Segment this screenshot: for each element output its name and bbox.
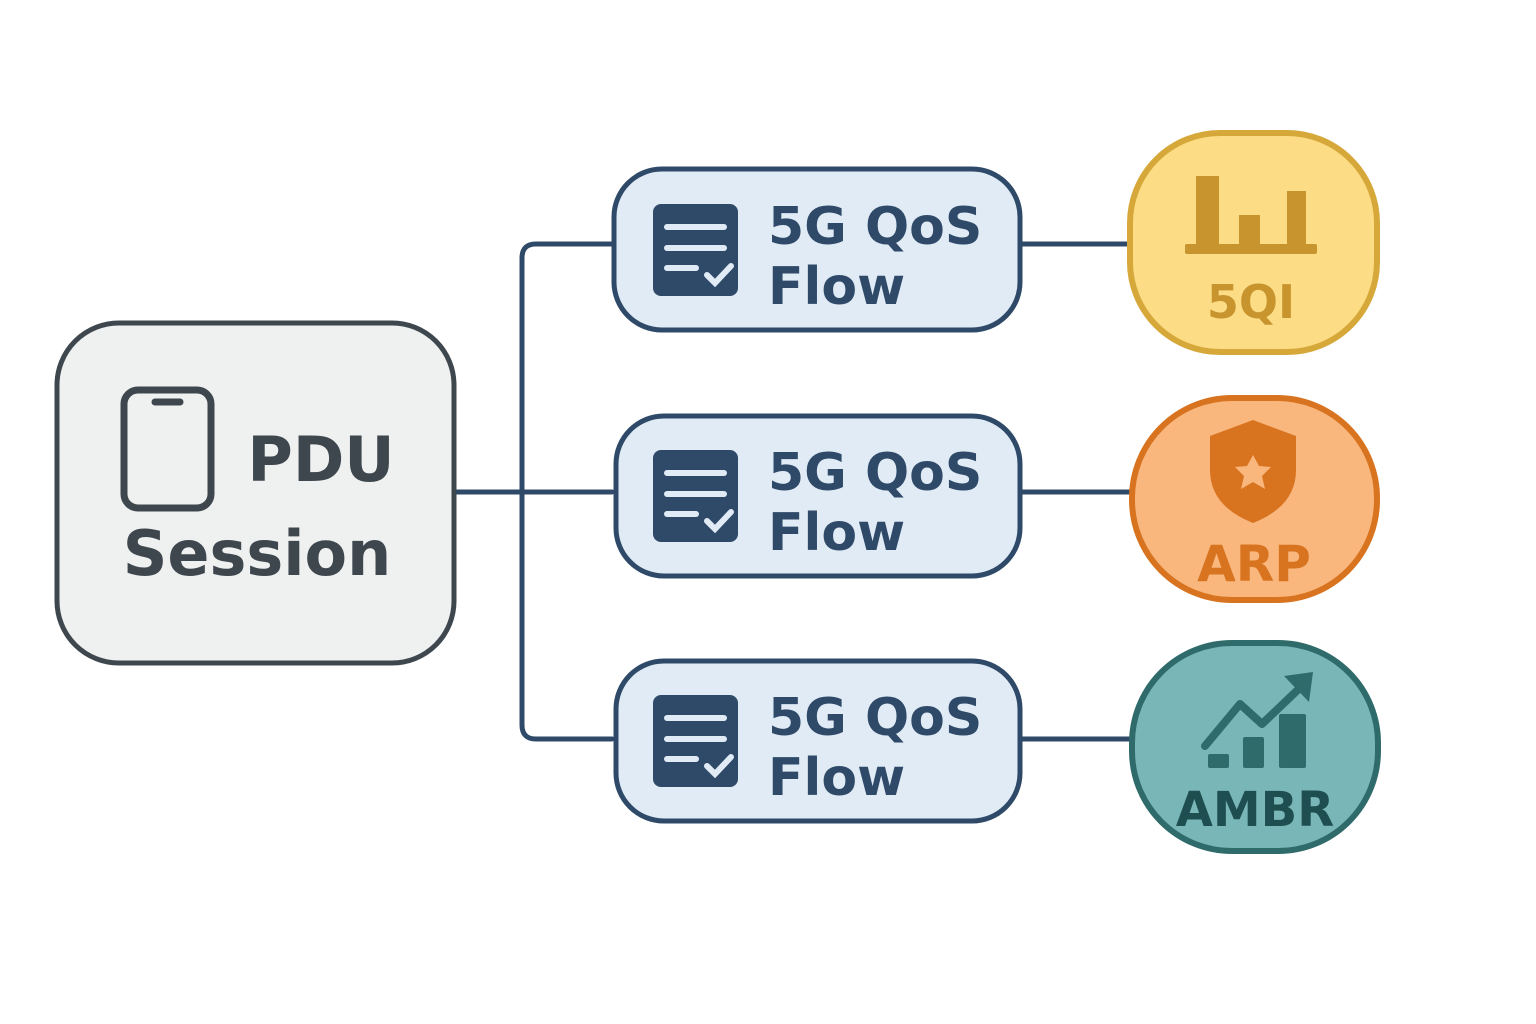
qos-flow-1-label-line2: Flow <box>768 257 905 317</box>
qos-flow-node-2: 5G QoS Flow <box>613 413 1023 579</box>
param-arp-label: ARP <box>1197 535 1311 593</box>
document-check-icon <box>653 450 738 542</box>
document-check-icon <box>653 695 738 787</box>
smartphone-icon <box>120 386 215 512</box>
document-check-icon <box>653 204 738 296</box>
bar-chart-icon <box>1185 176 1317 254</box>
qos-flow-node-3: 5G QoS Flow <box>613 658 1023 824</box>
qos-flow-3-label-line2: Flow <box>768 748 905 808</box>
qos-flow-2-label-line1: 5G QoS <box>768 443 982 503</box>
pdu-session-label-line1: PDU <box>247 423 394 496</box>
pdu-session-box <box>54 320 457 666</box>
qos-flow-node-1: 5G QoS Flow <box>611 166 1023 333</box>
param-ambr-label: AMBR <box>1176 782 1334 838</box>
connectors <box>452 241 1135 742</box>
param-5qi-label: 5QI <box>1207 275 1295 329</box>
qos-flow-1-label-line1: 5G QoS <box>768 197 982 257</box>
pdu-session-label-line2: Session <box>123 517 392 590</box>
qos-flow-3-label-line1: 5G QoS <box>768 688 982 748</box>
trending-up-chart-icon <box>1201 672 1313 768</box>
param-ambr-node: AMBR <box>1129 640 1381 854</box>
param-arp-node: ARP <box>1129 395 1380 603</box>
pdu-session-node: PDU Session <box>54 320 457 666</box>
qos-flow-2-label-line2: Flow <box>768 503 905 563</box>
param-5qi-node: 5QI <box>1127 130 1380 355</box>
shield-star-icon <box>1210 420 1296 523</box>
